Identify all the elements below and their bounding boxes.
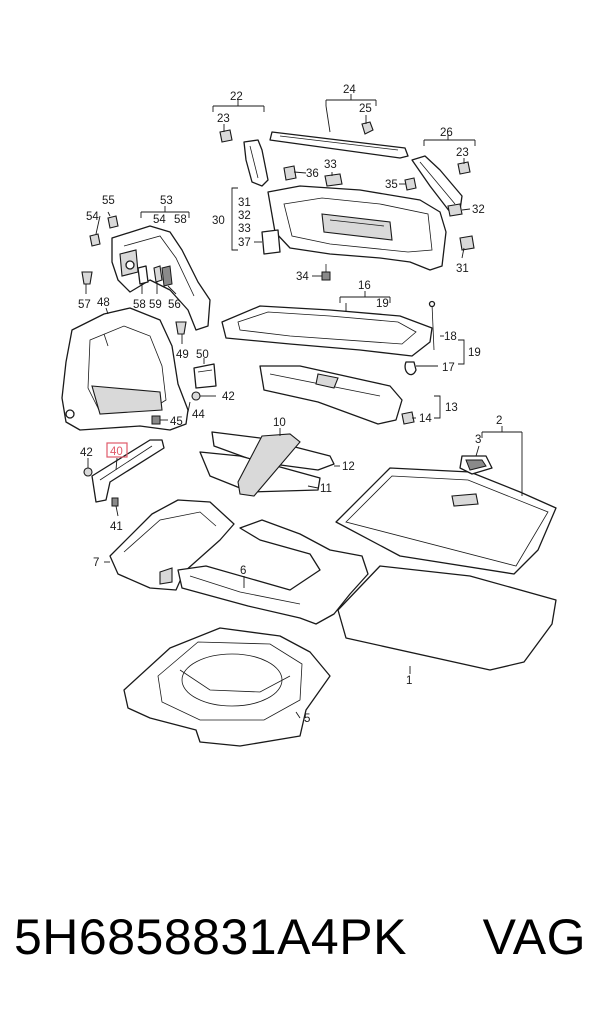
label-59: 59 bbox=[149, 299, 162, 311]
label-34: 34 bbox=[296, 271, 309, 283]
label-33-list: 33 bbox=[238, 223, 251, 235]
label-36: 36 bbox=[306, 168, 319, 180]
label-44: 44 bbox=[192, 409, 205, 421]
label-45: 45 bbox=[170, 416, 183, 428]
part-55-clip bbox=[107, 215, 119, 229]
part-58-clip bbox=[137, 265, 149, 285]
part-59-clip bbox=[153, 265, 163, 283]
part-56-clip bbox=[161, 265, 173, 287]
part-2-floor-cover bbox=[335, 467, 557, 575]
label-1: 1 bbox=[406, 675, 412, 687]
label-7: 7 bbox=[93, 557, 99, 569]
part-36-clip bbox=[283, 165, 297, 181]
label-12: 12 bbox=[342, 461, 355, 473]
part-35-clip bbox=[404, 177, 417, 191]
part-17-clip bbox=[404, 361, 417, 376]
label-14: 14 bbox=[419, 413, 432, 425]
label-40-highlighted: 40 bbox=[106, 442, 128, 458]
label-13: 13 bbox=[445, 402, 458, 414]
part-42-clip-left-upper bbox=[191, 391, 201, 401]
part-23-clip-left bbox=[219, 129, 233, 143]
part-54-clip bbox=[89, 233, 101, 247]
part-16-parcel-shelf bbox=[221, 305, 433, 357]
label-23-left: 23 bbox=[217, 113, 230, 125]
part-41-screw bbox=[111, 497, 119, 507]
part-number-code: 5H6858831A4PK bbox=[14, 909, 407, 965]
label-32-list: 32 bbox=[238, 210, 251, 222]
brand-name: VAG bbox=[482, 909, 586, 965]
part-13-sill-trim bbox=[259, 365, 403, 425]
part-31-tailgate-trim-panel bbox=[267, 185, 447, 271]
part-7-storage-box bbox=[109, 499, 235, 591]
part-48-left-side-trim bbox=[61, 307, 189, 431]
part-32-clip-right bbox=[447, 203, 463, 217]
label-11: 11 bbox=[320, 483, 332, 495]
label-6: 6 bbox=[240, 565, 246, 577]
label-42-lower: 42 bbox=[80, 447, 93, 459]
part-42-clip-left-lower bbox=[83, 467, 93, 477]
part-33-cover bbox=[324, 173, 343, 187]
part-25-clip bbox=[361, 121, 374, 135]
part-14-clip bbox=[401, 411, 415, 425]
label-30: 30 bbox=[212, 215, 225, 227]
label-5: 5 bbox=[304, 713, 310, 725]
label-2: 2 bbox=[496, 415, 502, 427]
label-54: 54 bbox=[86, 211, 99, 223]
label-40: 40 bbox=[110, 446, 123, 458]
part-50-cover bbox=[193, 363, 217, 389]
part-34-screw bbox=[321, 264, 331, 281]
part-1-trunk-mat bbox=[337, 565, 557, 671]
label-26: 26 bbox=[440, 127, 453, 139]
leader-lines bbox=[85, 94, 523, 719]
label-53: 53 bbox=[160, 195, 173, 207]
part-number-labels: 22 23 24 25 26 23 33 36 35 32 31 30 32 3… bbox=[78, 84, 502, 725]
label-58-bracket: 58 bbox=[174, 214, 187, 226]
part-23-clip-right bbox=[457, 161, 471, 175]
label-37: 37 bbox=[238, 237, 251, 249]
part-57-clip bbox=[81, 271, 93, 285]
label-32-right: 32 bbox=[472, 204, 485, 216]
trunk-trim-parts-diagram: 22 23 24 25 26 23 33 36 35 32 31 30 32 3… bbox=[61, 84, 557, 747]
part-3-handle bbox=[459, 455, 493, 475]
label-55: 55 bbox=[102, 195, 115, 207]
part-31-clip-lower bbox=[459, 235, 475, 251]
part-22-left-pillar-trim bbox=[243, 139, 269, 187]
label-57: 57 bbox=[78, 299, 91, 311]
part-5-spare-wheel-well bbox=[123, 627, 331, 747]
label-31-lower: 31 bbox=[456, 263, 469, 275]
label-25: 25 bbox=[359, 103, 372, 115]
label-22: 22 bbox=[230, 91, 243, 103]
label-33-top: 33 bbox=[324, 159, 337, 171]
part-18-strut bbox=[428, 300, 436, 351]
label-31-list: 31 bbox=[238, 197, 251, 209]
part-26-right-pillar-trim bbox=[411, 155, 463, 213]
part-10-storage-divider bbox=[199, 431, 335, 497]
part-45-screw bbox=[151, 415, 161, 425]
label-48: 48 bbox=[97, 297, 110, 309]
label-10: 10 bbox=[273, 417, 286, 429]
label-35: 35 bbox=[385, 179, 398, 191]
label-19-right: 19 bbox=[468, 347, 481, 359]
label-50: 50 bbox=[196, 349, 209, 361]
part-6-foam-tray bbox=[177, 519, 369, 625]
label-24: 24 bbox=[343, 84, 356, 96]
label-16: 16 bbox=[358, 280, 371, 292]
label-42-upper: 42 bbox=[222, 391, 235, 403]
label-54-bracket: 54 bbox=[153, 214, 166, 226]
label-18: 18 bbox=[444, 331, 457, 343]
label-56: 56 bbox=[168, 299, 181, 311]
label-49: 49 bbox=[176, 349, 189, 361]
label-41: 41 bbox=[110, 521, 123, 533]
part-40-left-lower-trim bbox=[91, 439, 165, 503]
part-37-cover bbox=[261, 229, 281, 255]
label-58: 58 bbox=[133, 299, 146, 311]
label-19-top: 19 bbox=[376, 298, 389, 310]
label-17: 17 bbox=[442, 362, 455, 374]
label-23-right: 23 bbox=[456, 147, 469, 159]
label-3: 3 bbox=[475, 434, 481, 446]
part-49-clip bbox=[175, 321, 187, 335]
part-24-upper-trim-strip bbox=[269, 131, 409, 159]
